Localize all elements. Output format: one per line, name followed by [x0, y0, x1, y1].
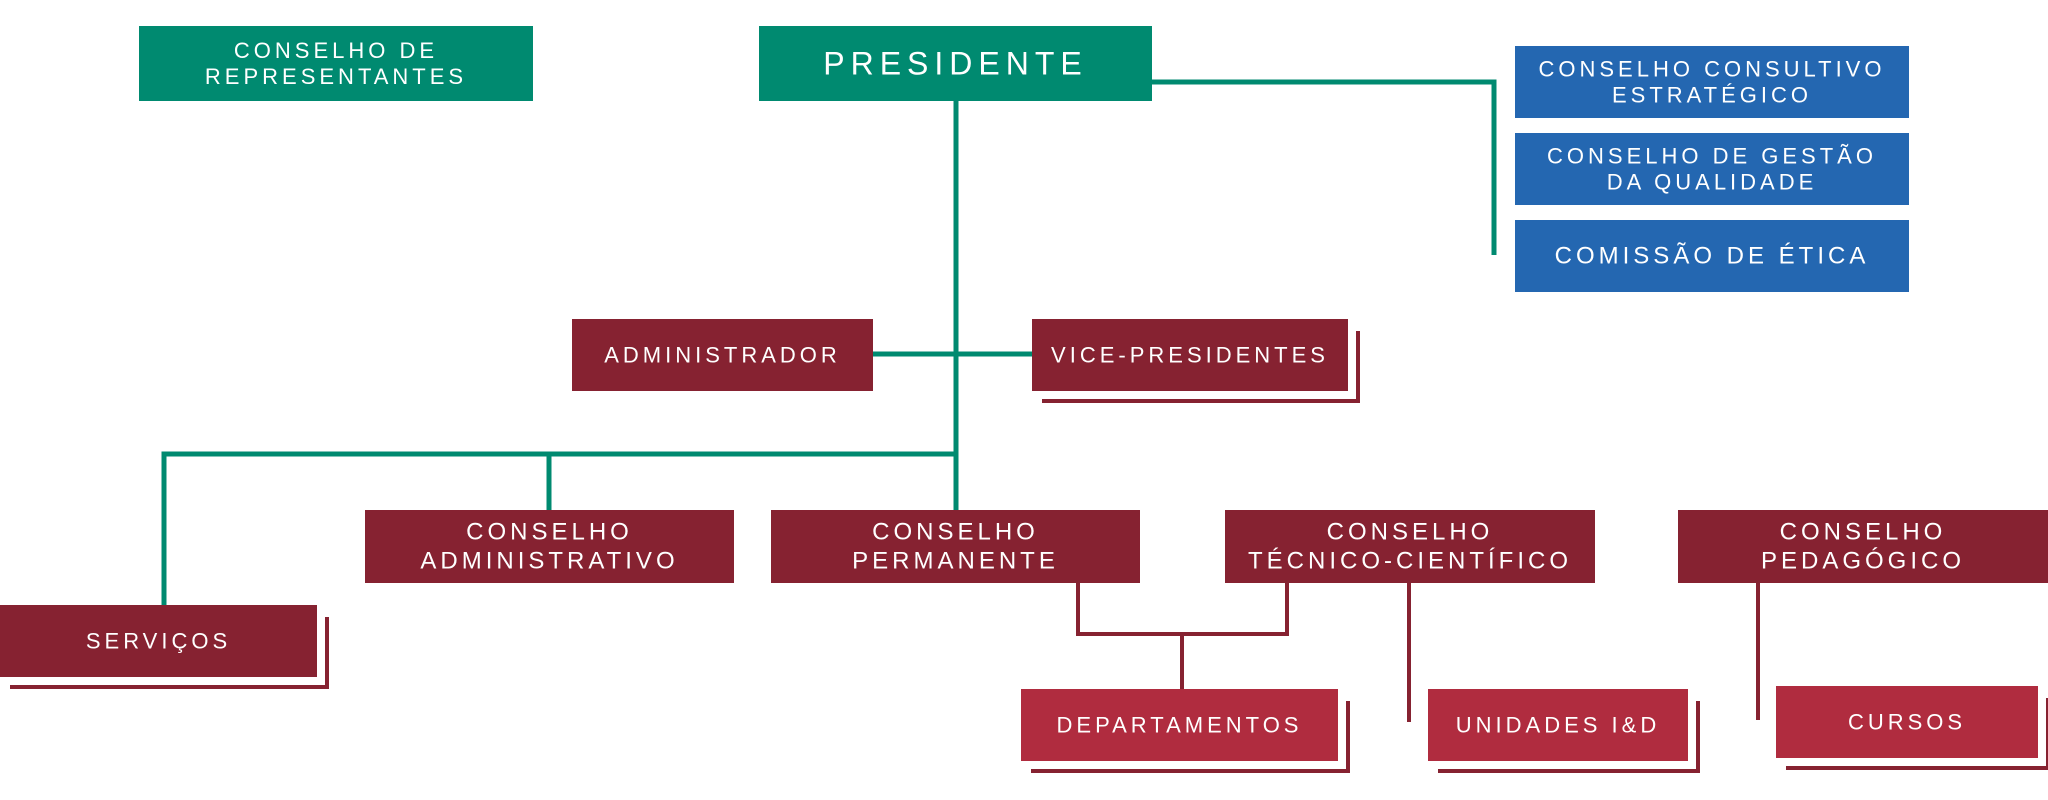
label-comissao-etica-1: COMISSÃO DE ÉTICA: [1555, 243, 1870, 270]
node-unidades: UNIDADES I&D: [1428, 689, 1688, 761]
box-vice-presidentes: [1032, 319, 1348, 391]
box-conselho-consultivo: [1515, 46, 1909, 118]
connector-branch-left: [161, 451, 956, 605]
box-servicos: [0, 605, 317, 677]
council-connectors: [1076, 583, 1760, 722]
label-departamentos-1: DEPARTAMENTOS: [1057, 713, 1303, 738]
node-cursos: CURSOS: [1776, 686, 2038, 758]
label-conselho-tecnico-2: TÉCNICO-CIENTÍFICO: [1248, 547, 1572, 574]
box-shadow-lines: [10, 331, 2048, 773]
box-conselho-representantes: [139, 26, 533, 101]
shadow-unidades: [1438, 701, 1700, 773]
label-administrador-1: ADMINISTRADOR: [604, 343, 841, 368]
node-vice-presidentes: VICE-PRESIDENTES: [1032, 319, 1348, 391]
shadow-cursos: [1786, 698, 2048, 770]
connector-permanente-departamentos: [1076, 583, 1289, 636]
shadow-servicos: [10, 617, 329, 689]
box-departamentos: [1021, 689, 1338, 761]
label-conselho-representantes-1: CONSELHO DE: [234, 38, 438, 63]
node-administrador: ADMINISTRADOR: [572, 319, 873, 391]
box-conselho-gestao: [1515, 133, 1909, 205]
label-unidades-1: UNIDADES I&D: [1456, 713, 1660, 738]
box-unidades: [1428, 689, 1688, 761]
box-conselho-tecnico: [1225, 510, 1595, 583]
node-comissao-etica: COMISSÃO DE ÉTICA: [1515, 220, 1909, 292]
box-conselho-pedagogico: [1678, 510, 2048, 583]
label-vice-presidentes-1: VICE-PRESIDENTES: [1051, 343, 1329, 368]
node-servicos: SERVIÇOS: [0, 605, 317, 677]
box-presidente: [759, 26, 1152, 101]
box-conselho-administrativo: [365, 510, 734, 583]
label-conselho-gestao-2: DA QUALIDADE: [1607, 170, 1818, 195]
label-conselho-consultivo-1: CONSELHO CONSULTIVO: [1539, 56, 1886, 81]
box-conselho-permanente: [771, 510, 1140, 583]
label-conselho-administrativo-2: ADMINISTRATIVO: [420, 547, 678, 574]
shadow-vice-presidentes: [1042, 331, 1360, 403]
label-conselho-pedagogico-1: CONSELHO: [1780, 519, 1947, 546]
shadow-departamentos: [1031, 701, 1350, 773]
label-presidente-1: PRESIDENTE: [823, 46, 1087, 82]
label-conselho-permanente-2: PERMANENTE: [852, 547, 1059, 574]
box-cursos: [1776, 686, 2038, 758]
connector-president-advisory: [1152, 79, 1497, 255]
node-departamentos: DEPARTAMENTOS: [1021, 689, 1338, 761]
box-comissao-etica: [1515, 220, 1909, 292]
label-servicos-1: SERVIÇOS: [86, 629, 231, 654]
node-presidente: PRESIDENTE: [759, 26, 1152, 101]
label-conselho-representantes-2: REPRESENTANTES: [205, 64, 467, 89]
box-administrador: [572, 319, 873, 391]
president-connectors: [161, 79, 1497, 605]
label-conselho-consultivo-2: ESTRATÉGICO: [1612, 83, 1812, 108]
label-conselho-pedagogico-2: PEDAGÓGICO: [1761, 547, 1965, 574]
label-conselho-tecnico-1: CONSELHO: [1327, 519, 1494, 546]
label-conselho-administrativo-1: CONSELHO: [466, 519, 633, 546]
label-conselho-gestao-1: CONSELHO DE GESTÃO: [1547, 143, 1877, 168]
label-conselho-permanente-1: CONSELHO: [872, 519, 1039, 546]
label-cursos-1: CURSOS: [1848, 710, 1966, 735]
